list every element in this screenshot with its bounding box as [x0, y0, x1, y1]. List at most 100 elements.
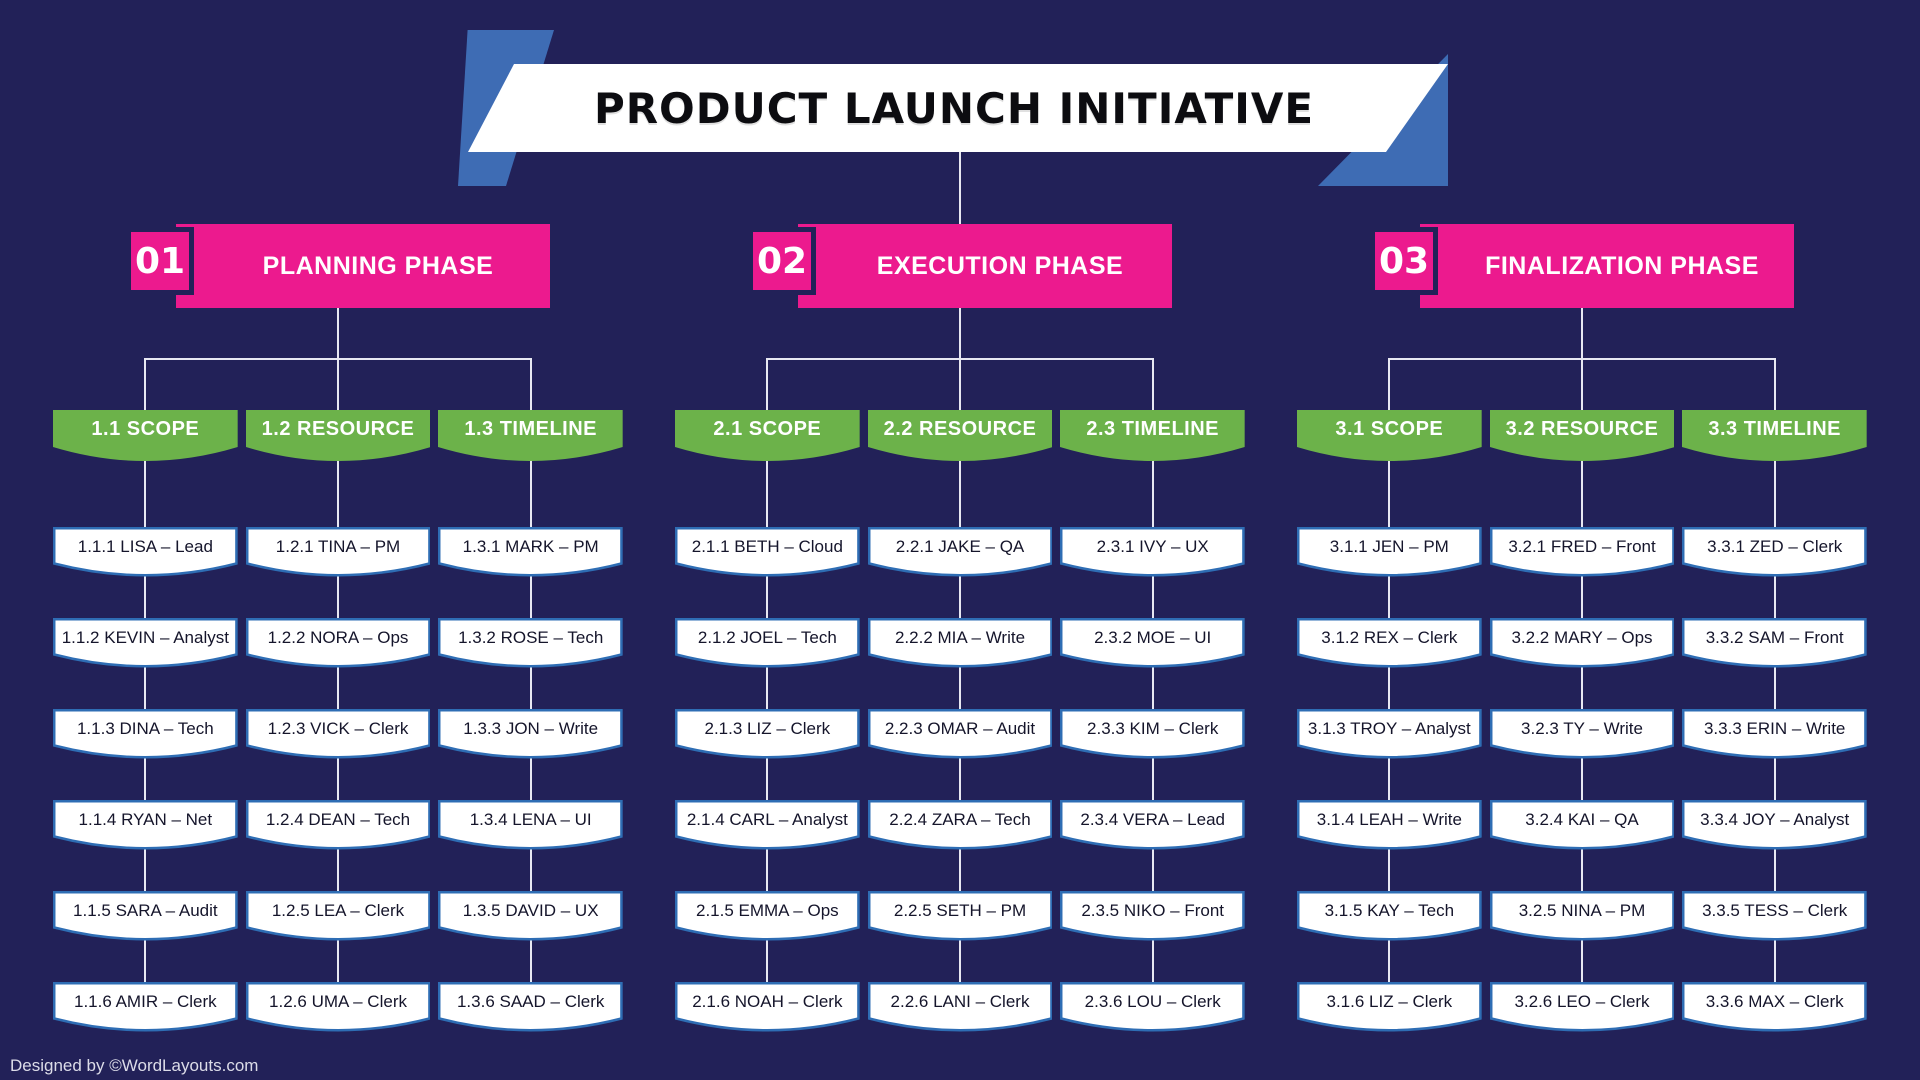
member-box: 3.2.2 MARY – Ops	[1489, 618, 1675, 670]
member-box: 3.3.3 ERIN – Write	[1682, 709, 1868, 761]
member-box: 3.3.2 SAM – Front	[1682, 618, 1868, 670]
member-box: 2.2.4 ZARA – Tech	[867, 800, 1053, 852]
phase-label: FINALIZATION PHASE	[1485, 251, 1759, 280]
member-label: 2.2.1 JAKE – QA	[895, 536, 1025, 556]
member-label: 1.1.6 AMIR – Clerk	[74, 991, 217, 1011]
member-label: 3.3.4 JOY – Analyst	[1700, 809, 1850, 829]
category-label: 2.2 RESOURCE	[883, 417, 1037, 440]
member-box: 2.3.3 KIM – Clerk	[1060, 709, 1246, 761]
category-column-3-2: 3.2 RESOURCE 3.2.1 FRED – Front 3.2.2 MA…	[1489, 358, 1675, 1034]
member-label: 1.1.5 SARA – Audit	[73, 900, 218, 920]
member-label: 2.2.4 ZARA – Tech	[889, 809, 1031, 829]
member-label: 3.3.1 ZED – Clerk	[1707, 536, 1843, 556]
category-column-3-1: 3.1 SCOPE 3.1.1 JEN – PM 3.1.2 REX – Cle…	[1297, 358, 1482, 1034]
member-label: 1.3.3 JON – Write	[463, 718, 599, 738]
member-box: 3.3.1 ZED – Clerk	[1682, 527, 1868, 579]
member-box: 1.3.1 MARK – PM	[438, 527, 624, 579]
member-box: 2.3.6 LOU – Clerk	[1060, 982, 1246, 1034]
member-box: 1.2.1 TINA – PM	[245, 527, 431, 579]
member-label: 2.2.3 OMAR – Audit	[884, 718, 1036, 738]
phase-number: 01	[126, 227, 194, 295]
category-label: 1.1 SCOPE	[91, 417, 200, 440]
member-box: 3.2.5 NINA – PM	[1489, 891, 1675, 943]
member-box: 2.3.4 VERA – Lead	[1060, 800, 1246, 852]
member-box: 1.2.6 UMA – Clerk	[245, 982, 431, 1034]
member-box: 2.3.2 MOE – UI	[1060, 618, 1246, 670]
member-label: 3.2.2 MARY – Ops	[1511, 627, 1653, 647]
member-label: 2.3.3 KIM – Clerk	[1087, 718, 1219, 738]
member-label: 3.3.2 SAM – Front	[1705, 627, 1844, 647]
member-box: 1.3.3 JON – Write	[438, 709, 624, 761]
member-label: 1.1.1 LISA – Lead	[77, 536, 213, 556]
member-box: 2.1.5 EMMA – Ops	[675, 891, 860, 943]
member-label: 1.1.2 KEVIN – Analyst	[61, 627, 229, 647]
member-box: 2.1.2 JOEL – Tech	[675, 618, 860, 670]
category-column-3-3: 3.3 TIMELINE 3.3.1 ZED – Clerk 3.3.2 SAM…	[1682, 358, 1868, 1034]
phase-header-03: FINALIZATION PHASE 03	[1370, 224, 1794, 308]
category-column-1-1: 1.1 SCOPE 1.1.1 LISA – Lead 1.1.2 KEVIN …	[53, 358, 238, 1034]
member-label: 2.1.6 NOAH – Clerk	[692, 991, 843, 1011]
member-box: 1.2.4 DEAN – Tech	[245, 800, 431, 852]
member-box: 1.3.5 DAVID – UX	[438, 891, 624, 943]
member-label: 3.3.3 ERIN – Write	[1703, 718, 1846, 738]
member-box: 3.2.6 LEO – Clerk	[1489, 982, 1675, 1034]
phase-bar: FINALIZATION PHASE	[1420, 224, 1794, 308]
member-box: 3.1.3 TROY – Analyst	[1297, 709, 1482, 761]
member-box: 1.1.3 DINA – Tech	[53, 709, 238, 761]
member-box: 2.2.2 MIA – Write	[867, 618, 1053, 670]
member-box: 1.1.5 SARA – Audit	[53, 891, 238, 943]
member-label: 2.3.6 LOU – Clerk	[1084, 991, 1221, 1011]
member-box: 2.1.1 BETH – Cloud	[675, 527, 860, 579]
member-label: 3.1.5 KAY – Tech	[1324, 900, 1455, 920]
category-label: 3.3 TIMELINE	[1708, 417, 1842, 440]
member-label: 3.2.1 FRED – Front	[1508, 536, 1656, 556]
category-column-2-3: 2.3 TIMELINE 2.3.1 IVY – UX 2.3.2 MOE – …	[1060, 358, 1246, 1034]
phase-number: 03	[1370, 227, 1438, 295]
member-label: 2.1.2 JOEL – Tech	[697, 627, 837, 647]
phase-label: PLANNING PHASE	[262, 251, 494, 280]
category-column-1-2: 1.2 RESOURCE 1.2.1 TINA – PM 1.2.2 NORA …	[245, 358, 431, 1034]
member-box: 3.1.1 JEN – PM	[1297, 527, 1482, 579]
phase-label: EXECUTION PHASE	[876, 251, 1124, 280]
category-ribbon: 2.3 TIMELINE	[1060, 410, 1246, 463]
member-box: 3.1.4 LEAH – Write	[1297, 800, 1482, 852]
member-box: 1.3.4 LENA – UI	[438, 800, 624, 852]
category-ribbon: 3.2 RESOURCE	[1489, 410, 1675, 463]
member-box: 1.1.6 AMIR – Clerk	[53, 982, 238, 1034]
member-box: 1.2.3 VICK – Clerk	[245, 709, 431, 761]
member-box: 1.1.2 KEVIN – Analyst	[53, 618, 238, 670]
member-label: 1.2.3 VICK – Clerk	[267, 718, 409, 738]
phase-header-02: EXECUTION PHASE 02	[748, 224, 1172, 308]
member-label: 3.2.3 TY – Write	[1521, 718, 1643, 738]
title-banner-area: PRODUCT LAUNCH INITIATIVE	[0, 0, 1920, 224]
member-box: 3.2.4 KAI – QA	[1489, 800, 1675, 852]
connector-title-to-phase2	[959, 152, 961, 224]
category-ribbon: 2.2 RESOURCE	[867, 410, 1053, 463]
member-label: 1.3.5 DAVID – UX	[462, 900, 599, 920]
member-label: 2.2.5 SETH – PM	[893, 900, 1027, 920]
category-column-2-1: 2.1 SCOPE 2.1.1 BETH – Cloud 2.1.2 JOEL …	[675, 358, 860, 1034]
category-label: 3.1 SCOPE	[1335, 417, 1444, 440]
category-label: 1.2 RESOURCE	[261, 417, 415, 440]
title-banner: PRODUCT LAUNCH INITIATIVE	[468, 64, 1448, 152]
connector-stub	[959, 308, 961, 358]
category-ribbon: 2.1 SCOPE	[675, 410, 860, 463]
member-label: 1.3.2 ROSE – Tech	[458, 627, 604, 647]
member-label: 3.3.6 MAX – Clerk	[1705, 991, 1844, 1011]
member-label: 2.1.1 BETH – Cloud	[691, 536, 843, 556]
member-label: 1.1.3 DINA – Tech	[76, 718, 214, 738]
member-label: 1.2.1 TINA – PM	[275, 536, 401, 556]
category-label: 3.2 RESOURCE	[1505, 417, 1659, 440]
member-box: 3.1.2 REX – Clerk	[1297, 618, 1482, 670]
member-label: 2.1.4 CARL – Analyst	[686, 809, 848, 829]
member-box: 2.1.6 NOAH – Clerk	[675, 982, 860, 1034]
member-label: 3.1.2 REX – Clerk	[1321, 627, 1458, 647]
member-label: 3.1.4 LEAH – Write	[1316, 809, 1462, 829]
member-label: 3.2.4 KAI – QA	[1525, 809, 1639, 829]
category-ribbon: 1.1 SCOPE	[53, 410, 238, 463]
member-label: 1.3.4 LENA – UI	[469, 809, 592, 829]
member-label: 3.1.6 LIZ – Clerk	[1326, 991, 1453, 1011]
connector-stub	[337, 308, 339, 358]
member-label: 2.3.1 IVY – UX	[1096, 536, 1209, 556]
phase-number: 02	[748, 227, 816, 295]
